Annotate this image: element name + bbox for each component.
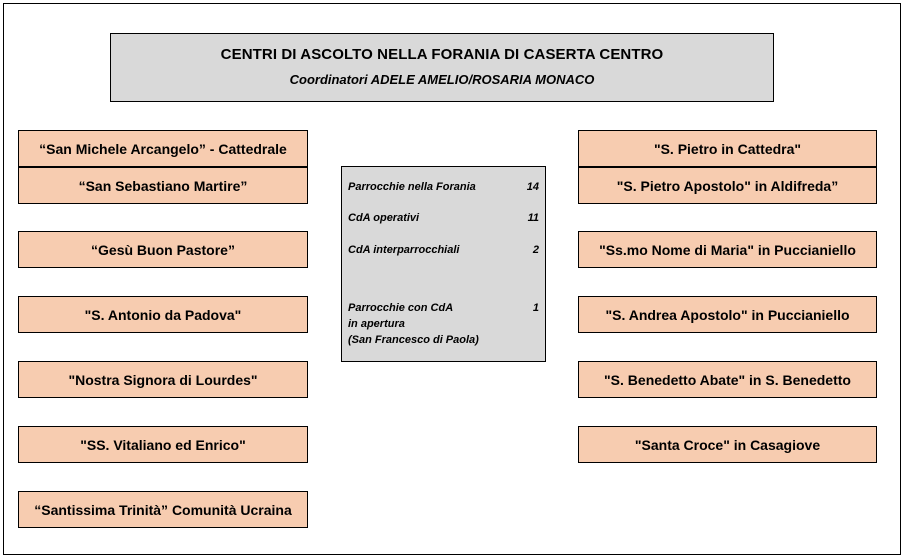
stat-value-parrocchie: 14 <box>526 181 539 193</box>
stat-label-apertura-line1: Parrocchie con CdA <box>348 302 454 314</box>
stat-label-operativi: CdA operativi <box>348 212 420 224</box>
diagram-title: CENTRI DI ASCOLTO NELLA FORANIA DI CASER… <box>220 46 664 63</box>
parish-node-left-6: "SS. Vitaliano ed Enrico" <box>18 426 308 463</box>
statistics-box: Parrocchie nella Forania 14 CdA operativ… <box>341 166 546 362</box>
parish-node-left-3: “Gesù Buon Pastore” <box>18 231 308 268</box>
coordinators-subtitle: Coordinatori ADELE AMELIO/ROSARIA MONACO <box>289 72 595 87</box>
parish-node-left-7: “Santissima Trinità” Comunità Ucraina <box>18 491 308 528</box>
stat-value-apertura: 1 <box>532 302 539 314</box>
parish-node-right-2: "S. Pietro Apostolo" in Aldifreda” <box>578 167 877 204</box>
parish-node-right-5: "S. Benedetto Abate" in S. Benedetto <box>578 361 877 398</box>
parish-node-left-4: "S. Antonio da Padova" <box>18 296 308 333</box>
stat-label-apertura: Parrocchie con CdA in apertura (San Fran… <box>348 300 479 348</box>
parish-node-left-2: “San Sebastiano Martire” <box>18 167 308 204</box>
parish-node-right-3: "Ss.mo Nome di Maria" in Puccianiello <box>578 231 877 268</box>
title-box: CENTRI DI ASCOLTO NELLA FORANIA DI CASER… <box>110 33 774 102</box>
stat-value-interparrocchiali: 2 <box>532 244 539 256</box>
stat-value-operativi: 11 <box>527 212 539 224</box>
stat-label-apertura-line3: (San Francesco di Paola) <box>348 334 479 346</box>
parish-node-right-6: "Santa Croce" in Casagiove <box>578 426 877 463</box>
parish-node-left-5: "Nostra Signora di Lourdes" <box>18 361 308 398</box>
stat-label-parrocchie: Parrocchie nella Forania <box>348 181 476 193</box>
parish-node-left-1: “San Michele Arcangelo” - Cattedrale <box>18 130 308 167</box>
parish-node-right-4: "S. Andrea Apostolo" in Puccianiello <box>578 296 877 333</box>
stat-label-apertura-line2: in apertura <box>348 318 405 330</box>
stat-label-interparrocchiali: CdA interparrocchiali <box>348 244 460 256</box>
parish-node-right-1: "S. Pietro in Cattedra" <box>578 130 877 167</box>
